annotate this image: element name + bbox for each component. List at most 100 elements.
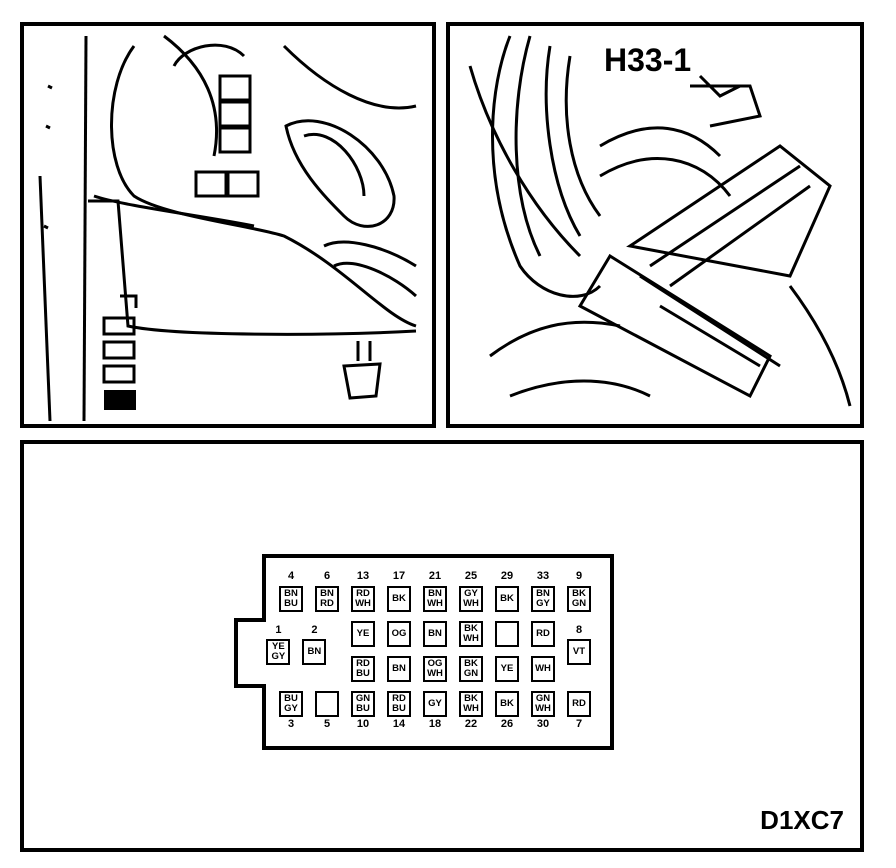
wire-color-code: RD — [356, 588, 370, 599]
wire-color-code: BU — [284, 693, 298, 704]
wire-color-code: RD — [392, 693, 406, 704]
pin-number: 17 — [392, 570, 406, 582]
connector-bundle-drawing — [468, 35, 852, 407]
wire-color-code: WH — [427, 598, 443, 609]
pin-number: 7 — [575, 718, 583, 730]
pin-cavity: VT — [567, 638, 591, 665]
wire-color-code: OG — [427, 658, 443, 669]
wire-color-code: GN — [355, 693, 371, 704]
wire-color-code: GN — [535, 693, 551, 704]
wire-color-code: YE — [272, 640, 285, 652]
wire-color-code: BK — [464, 623, 478, 634]
wire-color-code: YE — [500, 663, 514, 674]
dashboard-location-drawing — [38, 34, 418, 422]
pin-number: 18 — [428, 718, 442, 730]
pin-number: 8 — [575, 623, 583, 636]
wire-color-code: WH — [535, 663, 551, 674]
wire-color-code: BN — [284, 588, 298, 599]
pin-number: 22 — [464, 718, 478, 730]
pin-cavity: BK — [495, 691, 519, 717]
wire-color-code: BN — [428, 588, 442, 599]
pin-cavity: YE — [351, 621, 375, 647]
pin-cavity: WH — [531, 656, 555, 682]
wire-color-code: BK — [464, 693, 478, 704]
pin-cavity: OG — [387, 621, 411, 647]
wire-color-code: VT — [572, 645, 586, 657]
wire-color-code: BU — [392, 703, 406, 714]
wire-color-code: WH — [535, 703, 551, 714]
pin-number: 25 — [464, 570, 478, 582]
wire-color-code: GY — [428, 698, 442, 709]
wire-color-code: BK — [500, 593, 514, 604]
pin-cavity: BN — [302, 638, 327, 665]
wire-color-code: BK — [500, 698, 514, 709]
wire-color-code: RD — [320, 598, 334, 609]
wire-color-code: BN — [536, 588, 550, 599]
pin-number: 2 — [311, 623, 318, 636]
pin-number: 29 — [500, 570, 514, 582]
pin-number: 33 — [536, 570, 550, 582]
figure-code: D1XC7 — [760, 805, 844, 835]
wire-color-code: GY — [284, 703, 298, 714]
pin-cavity — [495, 621, 519, 647]
wire-color-code: GY — [271, 650, 286, 662]
wire-color-code: BK — [572, 588, 586, 599]
pin-cavity: BK — [495, 586, 519, 612]
wire-color-code: WH — [427, 668, 443, 679]
connector-view-panel: H33-1 — [446, 22, 864, 428]
pin-number: 14 — [392, 718, 406, 730]
connector-label: H33-1 — [604, 42, 692, 78]
wire-color-code: RD — [572, 698, 586, 709]
wire-color-code: WH — [355, 598, 371, 609]
pin-number: 13 — [356, 570, 370, 582]
wire-color-code: BK — [392, 593, 406, 604]
pin-number: 10 — [356, 718, 370, 730]
pin-number: 5 — [323, 718, 331, 730]
pin-number: 3 — [287, 718, 295, 730]
wire-color-code: RD — [536, 628, 550, 639]
wire-color-code: BU — [284, 598, 298, 609]
wire-color-code: BN — [392, 663, 406, 674]
wire-color-code: BN — [307, 645, 322, 657]
pin-cavity: YE — [495, 656, 519, 682]
wire-color-code: BU — [356, 668, 370, 679]
pin-cavity: BN — [387, 656, 411, 682]
pin-cavity: GY — [423, 691, 447, 717]
pin-cavity: BK — [387, 586, 411, 612]
pin-cavity: RD — [531, 621, 555, 647]
pin-number: 30 — [536, 718, 550, 730]
pin-cavity — [315, 691, 339, 717]
wire-color-code: WH — [463, 598, 479, 609]
wire-color-code: WH — [463, 633, 479, 644]
pin-number: 6 — [323, 570, 331, 582]
wire-color-code: GN — [571, 598, 587, 609]
wire-color-code: WH — [463, 703, 479, 714]
connector-housing-outline — [234, 554, 614, 750]
pin-number: 1 — [275, 623, 282, 636]
wire-color-code: GY — [536, 598, 550, 609]
location-view-panel — [20, 22, 436, 428]
wire-color-code: OG — [391, 628, 407, 639]
wire-color-code: RD — [356, 658, 370, 669]
wire-color-code: GN — [463, 668, 479, 679]
pin-number: 4 — [287, 570, 295, 582]
wire-color-code: BN — [320, 588, 334, 599]
pin-number: 21 — [428, 570, 442, 582]
